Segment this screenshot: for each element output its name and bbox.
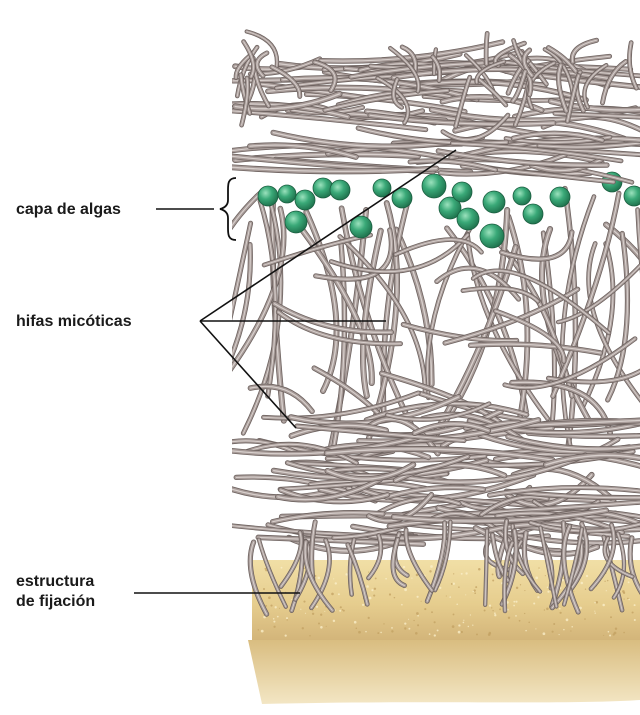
algae-layer-label: capa de algas	[16, 200, 121, 220]
fungal-hyphae-label: hifas micóticas	[16, 312, 132, 332]
attachment-structure-label-line1: estructura	[16, 572, 95, 592]
attachment-structure-label: estructura de fijación	[16, 572, 95, 612]
algae-layer-bracket	[220, 178, 236, 240]
attachment-structure-label-line2: de fijación	[16, 592, 95, 612]
